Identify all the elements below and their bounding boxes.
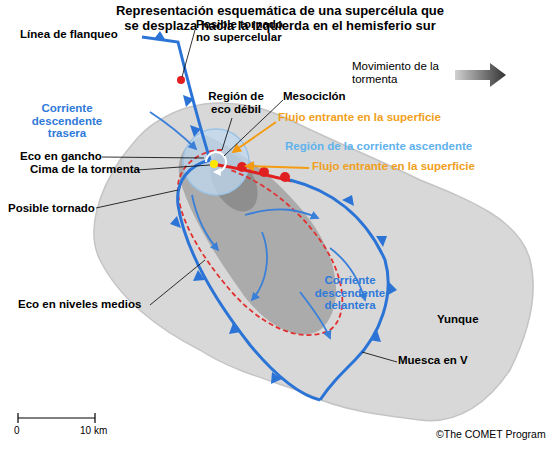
leader-line (182, 30, 195, 77)
notch-label: Muesca en V (398, 354, 488, 367)
flanking-line-label: Línea de flanqueo (20, 28, 130, 41)
front-semicircle (259, 167, 269, 177)
front-semicircle (237, 162, 247, 172)
region-label: Región de eco débil (205, 90, 267, 115)
storm-motion-arrow (455, 63, 506, 87)
motion-label: Movimiento de la tormenta (352, 60, 447, 85)
front-triangle (193, 270, 205, 281)
echo-label: Eco en niveles medios (18, 298, 158, 311)
anvil-region (94, 103, 533, 421)
downdraft-label: Corriente descendente trasera (26, 102, 108, 140)
leader-line (137, 165, 210, 170)
front-triangle (271, 372, 282, 384)
updraft-label: Región de la corriente ascendente (285, 140, 525, 153)
storm-top-dot (210, 160, 218, 168)
rotation-arrow (206, 152, 226, 172)
flanking-line (142, 37, 210, 160)
inflow-arrow (246, 166, 309, 168)
rfd-arrow (192, 195, 218, 250)
leader-line (150, 260, 205, 305)
downdraft-label: Corriente descendente delantera (304, 274, 396, 312)
rear-flank-gust-front (178, 160, 320, 400)
front-triangle (183, 95, 194, 107)
rfd-arrow (150, 112, 196, 149)
leader-line (96, 190, 178, 208)
ffd-arrow (245, 209, 318, 218)
updraft-region (183, 129, 249, 195)
anvil-label: Yunque (437, 313, 497, 326)
scale-bar (18, 413, 95, 423)
front-triangle (369, 330, 381, 342)
ffd-arrow (300, 292, 330, 338)
front-triangle (170, 216, 181, 228)
front-triangle (342, 195, 354, 206)
front-triangle (388, 282, 397, 295)
hook-echo-label: Eco en gancho (20, 150, 120, 163)
scale-number: 0 (14, 425, 34, 436)
leader-line (362, 352, 397, 362)
inflow-label: Flujo entrante en la superficie (312, 160, 552, 173)
mesocyclone-label: Mesociclón (283, 90, 363, 103)
front-triangle (229, 323, 241, 334)
scale-number: 10 km (80, 425, 124, 436)
storm-top-label: Cima de la tormenta (30, 163, 140, 176)
front-triangle (376, 236, 387, 247)
hook-echo-outline (178, 150, 342, 335)
leader-line (102, 157, 204, 158)
ffd-arrow (252, 232, 267, 300)
front-semicircle (280, 172, 290, 182)
copyright-note: ©The COMET Program (436, 429, 560, 441)
leader-line (222, 118, 232, 150)
tornado-label: Posible tornado (8, 202, 108, 215)
inflow-label: Flujo entrante en la superficie (278, 111, 518, 124)
tornado-label: Posible tornado no supercelular (196, 18, 291, 43)
tornado-dot (177, 76, 185, 84)
front-triangle (190, 125, 201, 137)
